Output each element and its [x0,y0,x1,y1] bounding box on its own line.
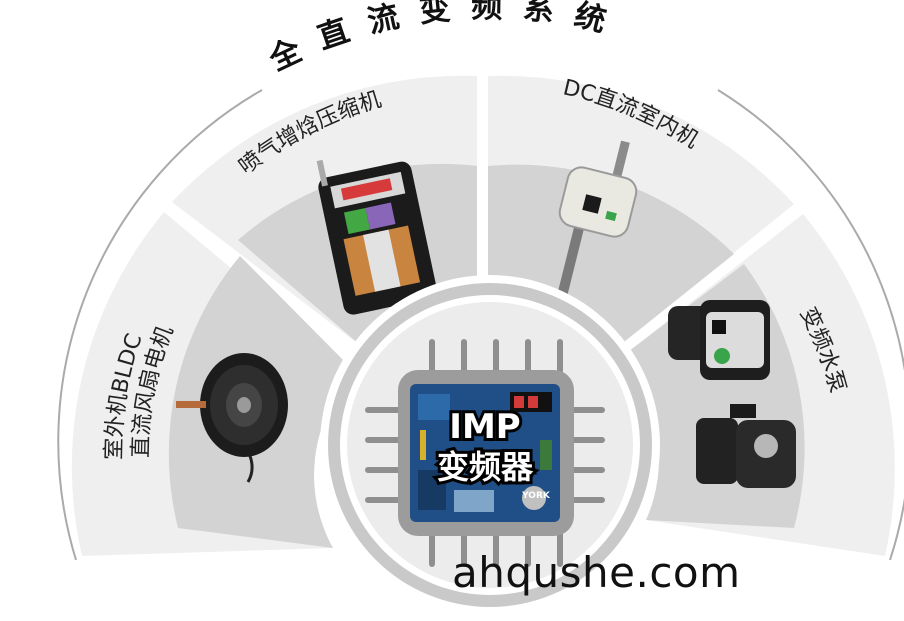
inverter-chip: YORK [365,339,605,567]
fan-motor-icon [176,353,288,483]
outer-ring-right [717,89,904,561]
center-label-line2: 变频器 [437,448,534,486]
watermark-text: ahqushe.com [452,548,741,597]
water-pump-icon [668,300,796,488]
center-label-line1: IMP [449,407,520,447]
board-brand: YORK [521,491,551,501]
diagram-title: 全直流变频系统 [263,0,629,79]
outer-ring-left [57,89,263,561]
compressor-icon [316,159,437,315]
indoor-motor-icon [557,140,638,295]
